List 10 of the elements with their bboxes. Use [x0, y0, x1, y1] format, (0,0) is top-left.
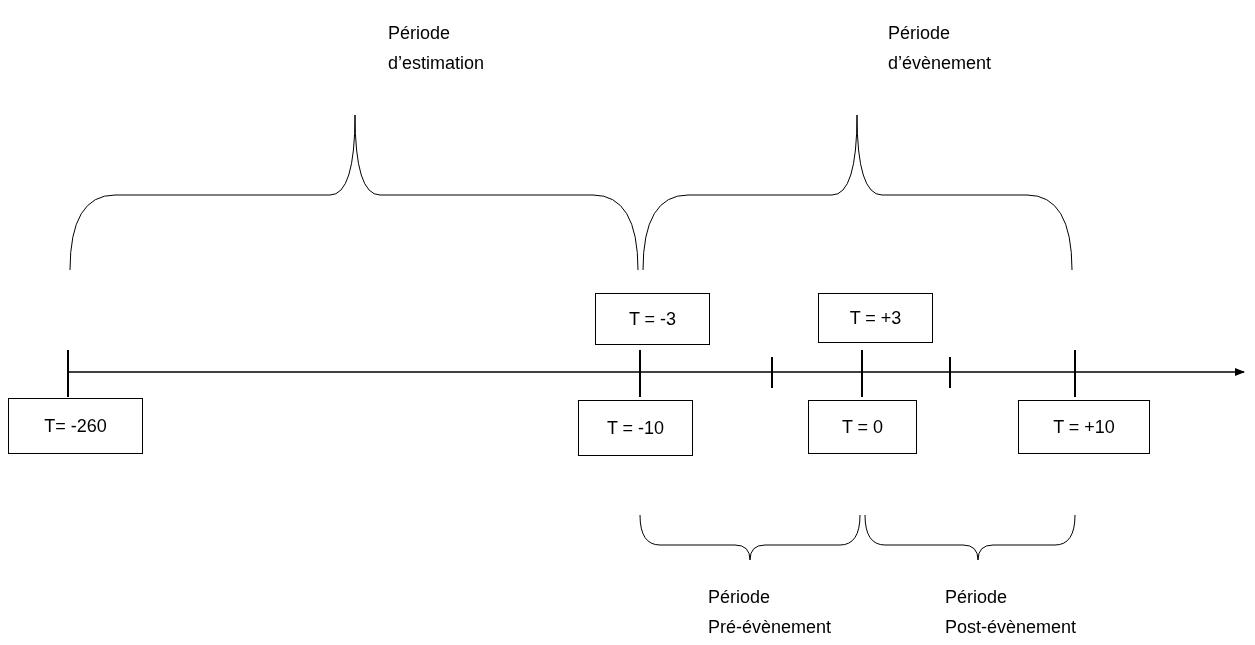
time-box: T = -3: [595, 293, 710, 345]
time-box: T = +10: [1018, 400, 1150, 454]
time-box: T = 0: [808, 400, 917, 454]
period-label: Période d’évènement: [888, 22, 993, 75]
period-label: Période d’estimation: [388, 22, 486, 75]
period-label: Période Post-évènement: [945, 586, 1078, 639]
time-box: T = +3: [818, 293, 933, 343]
time-box: T = -10: [578, 400, 693, 456]
time-box: T= -260: [8, 398, 143, 454]
period-label: Période Pré-évènement: [708, 586, 833, 639]
